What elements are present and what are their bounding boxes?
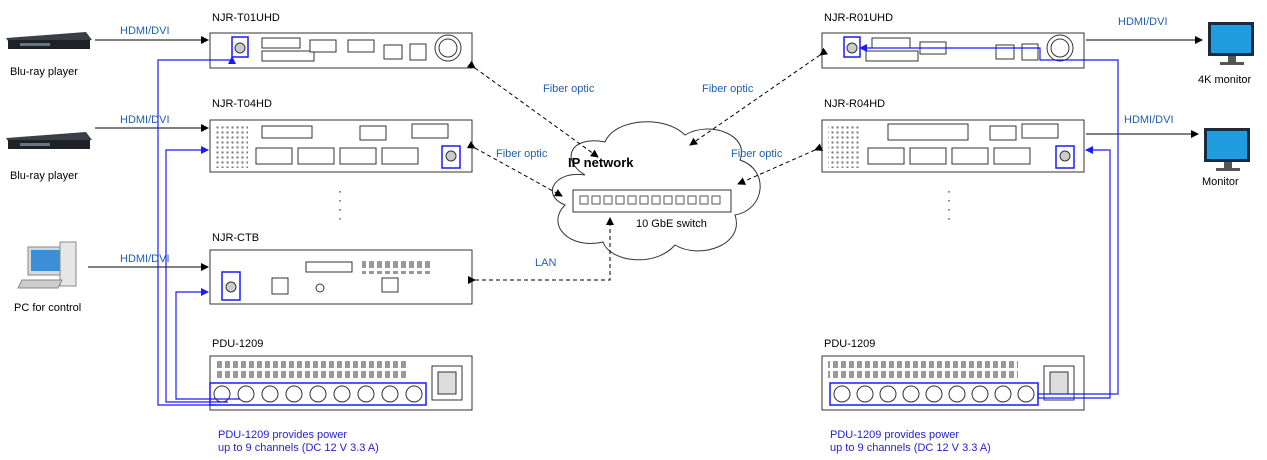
- fiber-link-r04: [737, 143, 824, 185]
- hdmi-label-3: HDMI/DVI: [120, 253, 170, 265]
- pdu-note-left-line1: PDU-1209 provides power: [218, 429, 348, 441]
- device-njr-t04hd: [209, 119, 473, 173]
- lan-link: [468, 217, 614, 284]
- device-label-ctb: NJR-CTB: [212, 232, 260, 244]
- ip-network-title: IP network: [568, 155, 634, 170]
- fiber-link-t01: [466, 60, 599, 158]
- bluray-player-2: [6, 132, 92, 149]
- hdmi-label-1: HDMI/DVI: [120, 25, 170, 37]
- source-label-bluray-2: Blu-ray player: [10, 170, 78, 182]
- device-label-r04: NJR-R04HD: [824, 98, 886, 110]
- power-line-left-2: [165, 146, 228, 403]
- power-line-left-3: [175, 288, 240, 400]
- device-njr-t01uhd: [209, 32, 473, 69]
- fiber-label-2: Fiber optic: [496, 148, 548, 160]
- hdmi-label-2: HDMI/DVI: [120, 114, 170, 126]
- power-line-left-1: [157, 56, 236, 406]
- fiber-label-3: Fiber optic: [702, 83, 754, 95]
- device-njr-r01uhd: [821, 32, 1085, 69]
- fiber-link-r01: [689, 47, 829, 146]
- power-line-right-1: [859, 44, 1119, 395]
- device-pdu-right: [821, 355, 1085, 411]
- monitor-4k: [1208, 22, 1254, 65]
- lan-label: LAN: [535, 257, 557, 269]
- pdu-note-left-line2: up to 9 channels (DC 12 V 3.3 A): [218, 442, 379, 454]
- device-label-t04: NJR-T04HD: [212, 98, 272, 110]
- sink-label-4k-monitor: 4K monitor: [1198, 74, 1252, 86]
- device-pdu-left: [209, 355, 473, 411]
- pdu-note-right-line1: PDU-1209 provides power: [830, 429, 960, 441]
- device-label-r01: NJR-R01UHD: [824, 12, 894, 24]
- pc-computer: [17, 241, 77, 289]
- sink-label-monitor: Monitor: [1202, 176, 1239, 188]
- source-label-pc: PC for control: [14, 302, 82, 314]
- source-label-bluray-1: Blu-ray player: [10, 66, 78, 78]
- 10gbe-switch: [572, 189, 732, 213]
- monitor: [1204, 128, 1250, 171]
- device-label-pdu-left: PDU-1209: [212, 338, 264, 350]
- more-devices-dots-right: ····: [947, 184, 951, 225]
- device-label-t01: NJR-T01UHD: [212, 12, 280, 24]
- fiber-label-1: Fiber optic: [543, 83, 595, 95]
- fiber-label-4: Fiber optic: [731, 148, 783, 160]
- device-label-pdu-right: PDU-1209: [824, 338, 876, 350]
- power-line-right-2: [1038, 146, 1111, 399]
- device-njr-r04hd: [821, 119, 1085, 173]
- more-devices-dots-left: ····: [338, 184, 342, 225]
- device-njr-ctb: [209, 249, 473, 305]
- pdu-note-right-line2: up to 9 channels (DC 12 V 3.3 A): [830, 442, 991, 454]
- hdmi-label-5: HDMI/DVI: [1124, 114, 1174, 126]
- fiber-link-t04: [466, 141, 563, 197]
- switch-label: 10 GbE switch: [636, 218, 707, 230]
- bluray-player-1: [6, 32, 92, 49]
- hdmi-label-4: HDMI/DVI: [1118, 16, 1168, 28]
